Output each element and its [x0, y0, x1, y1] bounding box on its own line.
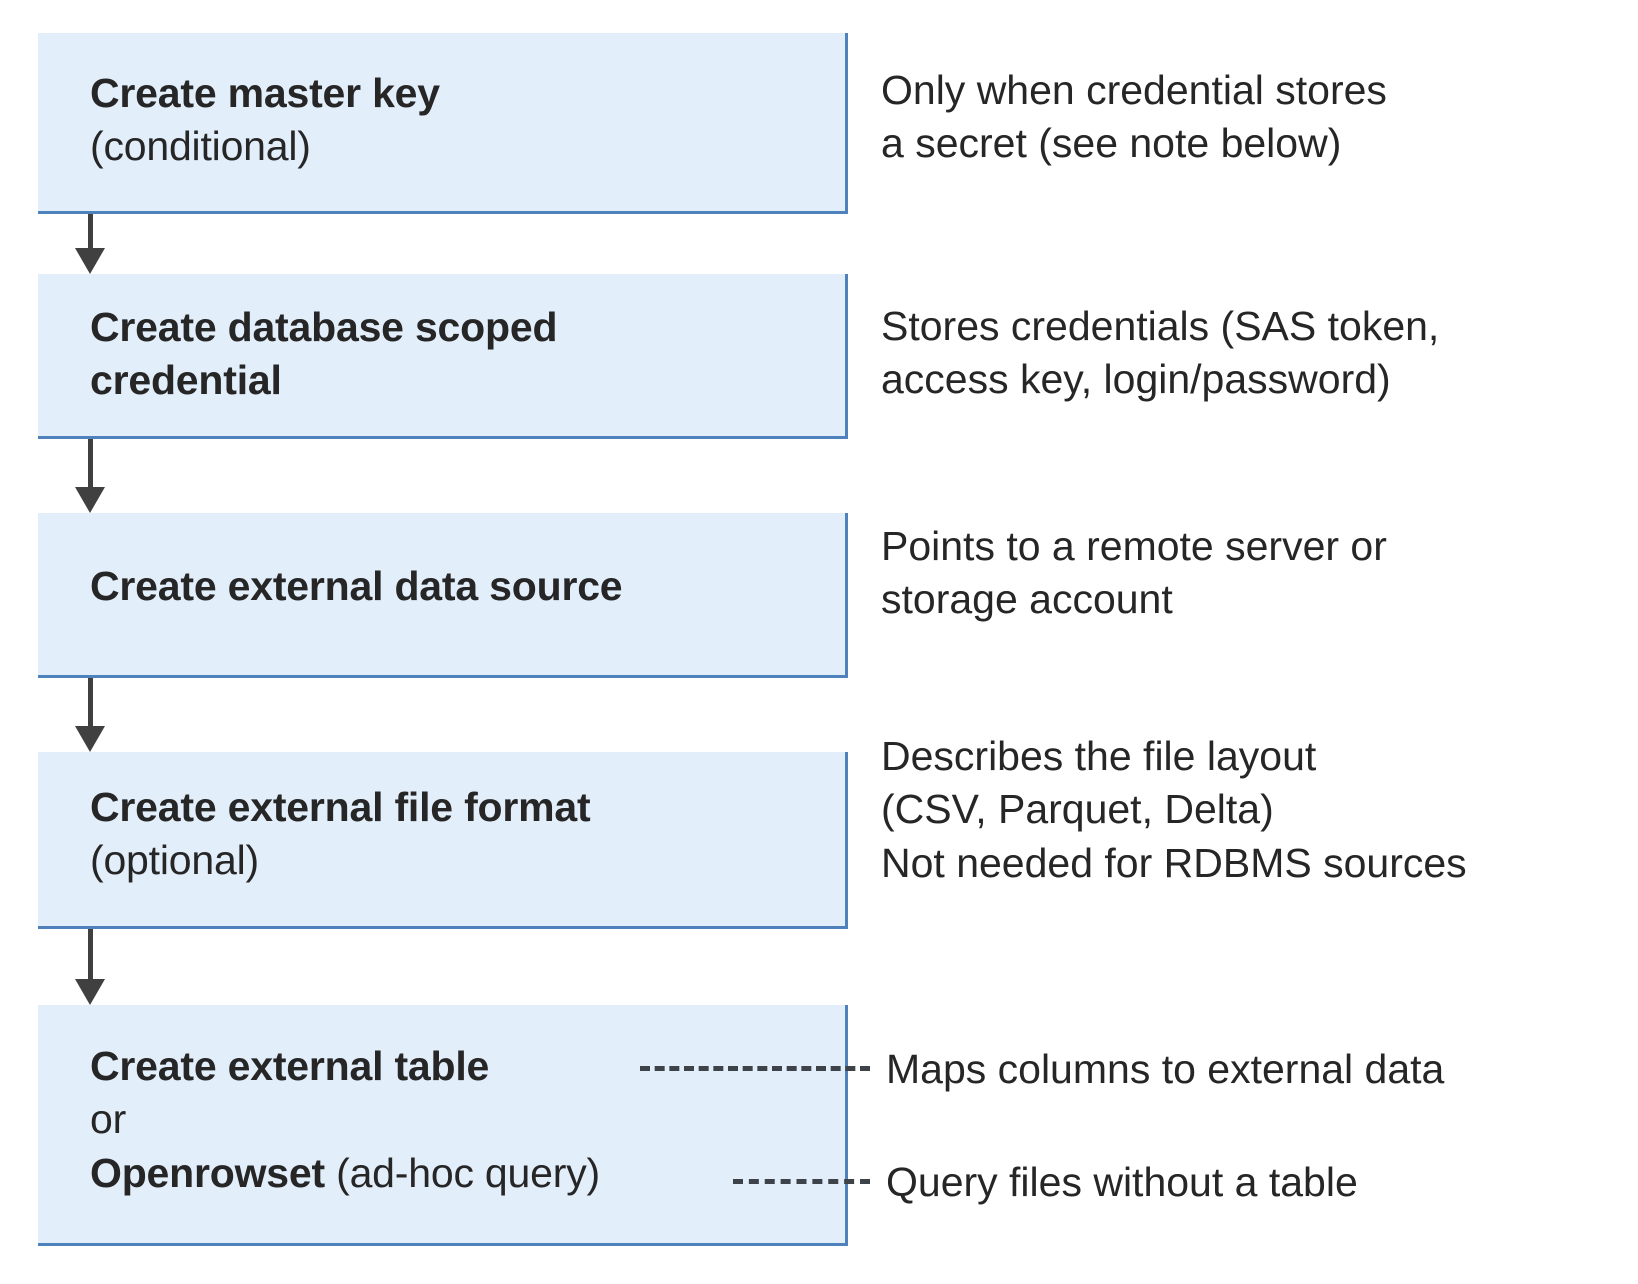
step-box-create-external-data-source[interactable]: Create external data source: [38, 513, 848, 678]
note-create-database-scoped-credential: Stores credentials (SAS token, access ke…: [881, 300, 1439, 407]
arrow-step1-to-step2: [75, 214, 105, 274]
arrow-head-icon: [75, 979, 105, 1005]
note-create-master-key: Only when credential stores a secret (se…: [881, 64, 1387, 171]
step-box-create-database-scoped-credential[interactable]: Create database scoped credential: [38, 274, 848, 439]
note-line: Points to a remote server or: [881, 523, 1387, 569]
step-box-label: Create external file format (optional): [90, 781, 835, 888]
step-title: Create master key: [90, 70, 440, 116]
note-line: Only when credential stores: [881, 67, 1387, 113]
step-subtitle: (conditional): [90, 123, 311, 170]
step-title: Create external file format: [90, 784, 591, 830]
step-alt-title: Openrowset (ad-hoc query): [90, 1147, 835, 1200]
dashed-connector-external-table: [640, 1066, 870, 1071]
step-box-create-external-table-or-openrowset[interactable]: Create external table or Openrowset (ad-…: [38, 1005, 848, 1246]
step-box-label: Create external data source: [90, 560, 835, 613]
step-box-label: Create database scoped credential: [90, 301, 835, 408]
note-line: Describes the file layout: [881, 733, 1317, 779]
arrow-head-icon: [75, 248, 105, 274]
step-box-label: Create master key (conditional): [90, 67, 835, 174]
note-line: a secret (see note below): [881, 120, 1342, 167]
arrow-head-icon: [75, 726, 105, 752]
step-title-line-1: Create database scoped: [90, 304, 558, 350]
arrow-step2-to-step3: [75, 439, 105, 513]
note-create-external-file-format: Describes the file layout (CSV, Parquet,…: [881, 730, 1467, 890]
step-title: Create external data source: [90, 563, 623, 609]
step-box-create-external-file-format[interactable]: Create external file format (optional): [38, 752, 848, 929]
arrow-stem: [88, 214, 93, 248]
step-alt-title-bold: Openrowset: [90, 1149, 325, 1196]
arrow-step3-to-step4: [75, 678, 105, 752]
note-create-external-table: Maps columns to external data: [886, 1043, 1444, 1096]
note-line: access key, login/password): [881, 356, 1391, 403]
note-line: storage account: [881, 576, 1173, 623]
note-line: Maps columns to external data: [886, 1046, 1445, 1092]
note-line: Not needed for RDBMS sources: [881, 839, 1467, 886]
note-openrowset: Query files without a table: [886, 1156, 1358, 1209]
step-title: Create external table: [90, 1043, 490, 1089]
note-line: Query files without a table: [886, 1159, 1358, 1205]
arrow-step4-to-step5: [75, 929, 105, 1005]
step-box-create-master-key[interactable]: Create master key (conditional): [38, 33, 848, 214]
step-alt-title-rest: (ad-hoc query): [324, 1149, 600, 1196]
note-line: (CSV, Parquet, Delta): [881, 786, 1274, 833]
arrow-head-icon: [75, 487, 105, 513]
arrow-stem: [88, 929, 93, 979]
step-box-label: Create external table or Openrowset (ad-…: [90, 1040, 835, 1200]
step-subtitle: (optional): [90, 837, 259, 884]
dashed-connector-openrowset: [733, 1179, 870, 1184]
arrow-stem: [88, 678, 93, 726]
note-line: Stores credentials (SAS token,: [881, 303, 1440, 349]
step-separator: or: [90, 1096, 127, 1143]
arrow-stem: [88, 439, 93, 487]
step-title-line-2: credential: [90, 357, 282, 404]
note-create-external-data-source: Points to a remote server or storage acc…: [881, 520, 1387, 627]
